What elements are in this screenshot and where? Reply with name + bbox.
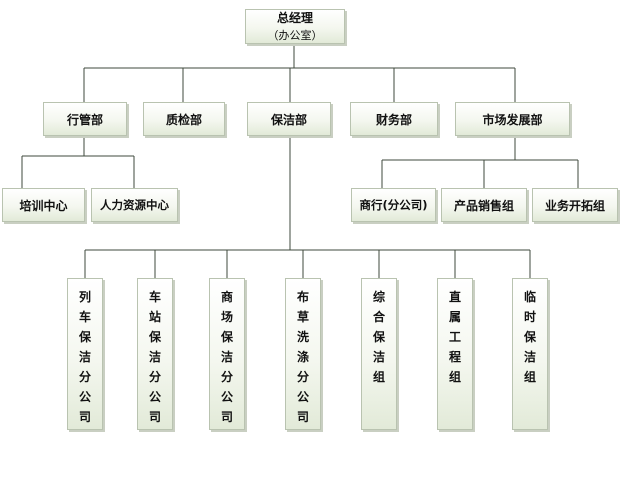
dept-market: 市场发展部 bbox=[455, 102, 570, 136]
vertical-label: 直属工程组 bbox=[448, 290, 461, 384]
unit-hr-center: 人力资源中心 bbox=[91, 188, 178, 222]
unit-product-sales: 产品销售组 bbox=[441, 188, 527, 222]
vertical-label: 布草洗涤分公司 bbox=[296, 290, 309, 424]
vertical-label: 列车保洁分公司 bbox=[78, 290, 91, 424]
dept-finance-label: 财务部 bbox=[375, 112, 412, 127]
general-manager-node: 总经理 （办公室） bbox=[245, 9, 345, 44]
dept-quality-label: 质检部 bbox=[165, 112, 202, 127]
dept-admin: 行管部 bbox=[43, 102, 127, 136]
branch-station-cleaning: 车站保洁分公司 bbox=[137, 278, 173, 430]
unit-product-sales-label: 产品销售组 bbox=[453, 198, 514, 213]
branch-general-cleaning: 综合保洁组 bbox=[361, 278, 397, 430]
unit-business-dev: 业务开拓组 bbox=[532, 188, 618, 222]
dept-cleaning-label: 保洁部 bbox=[270, 112, 307, 127]
vertical-label: 综合保洁组 bbox=[372, 290, 385, 384]
branch-linen-washing: 布草洗涤分公司 bbox=[285, 278, 321, 430]
unit-trade-branch: 商行(分公司) bbox=[351, 188, 436, 222]
unit-trade-branch-label: 商行(分公司) bbox=[359, 198, 428, 212]
unit-hr-center-label: 人力资源中心 bbox=[100, 198, 169, 212]
branch-temp-cleaning: 临时保洁组 bbox=[512, 278, 548, 430]
vertical-label: 商场保洁分公司 bbox=[220, 290, 233, 424]
dept-finance: 财务部 bbox=[350, 102, 438, 136]
dept-admin-label: 行管部 bbox=[66, 112, 103, 127]
general-manager-title: 总经理 bbox=[276, 10, 313, 25]
vertical-label: 临时保洁组 bbox=[523, 290, 536, 384]
dept-market-label: 市场发展部 bbox=[482, 112, 543, 127]
dept-cleaning: 保洁部 bbox=[247, 102, 331, 136]
unit-training-center-label: 培训中心 bbox=[19, 198, 68, 213]
unit-business-dev-label: 业务开拓组 bbox=[544, 198, 605, 213]
branch-train-cleaning: 列车保洁分公司 bbox=[67, 278, 103, 430]
branch-mall-cleaning: 商场保洁分公司 bbox=[209, 278, 245, 430]
dept-quality: 质检部 bbox=[143, 102, 225, 136]
general-manager-subtitle: （办公室） bbox=[267, 28, 323, 42]
branch-direct-engineering: 直属工程组 bbox=[437, 278, 473, 430]
unit-training-center: 培训中心 bbox=[2, 188, 85, 222]
vertical-label: 车站保洁分公司 bbox=[148, 290, 161, 424]
